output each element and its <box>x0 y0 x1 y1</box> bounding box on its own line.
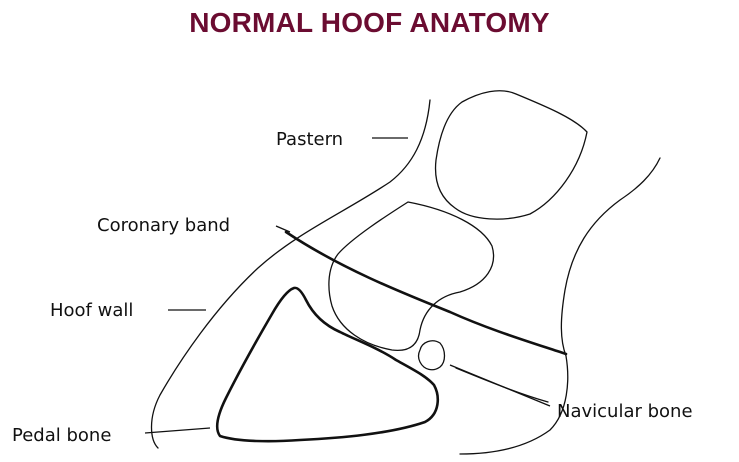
pastern-bone <box>436 91 587 219</box>
pedal-bone-leader <box>145 428 210 433</box>
coronary-band-label: Coronary band <box>97 215 230 236</box>
pedal-bone <box>217 288 438 441</box>
pastern-label: Pastern <box>276 129 343 150</box>
navicular-bone <box>419 341 445 370</box>
coronary-band-leader <box>276 226 290 232</box>
hoof-wall-label: Hoof wall <box>50 300 133 321</box>
pedal-bone-label: Pedal bone <box>12 425 111 446</box>
short-pastern-bone <box>329 202 494 350</box>
navicular-bone-label: Navicular bone <box>557 401 693 422</box>
coronary-band-line <box>286 232 566 354</box>
navicular-bone-leader <box>450 365 550 406</box>
hoof-wall-outline <box>152 100 431 448</box>
